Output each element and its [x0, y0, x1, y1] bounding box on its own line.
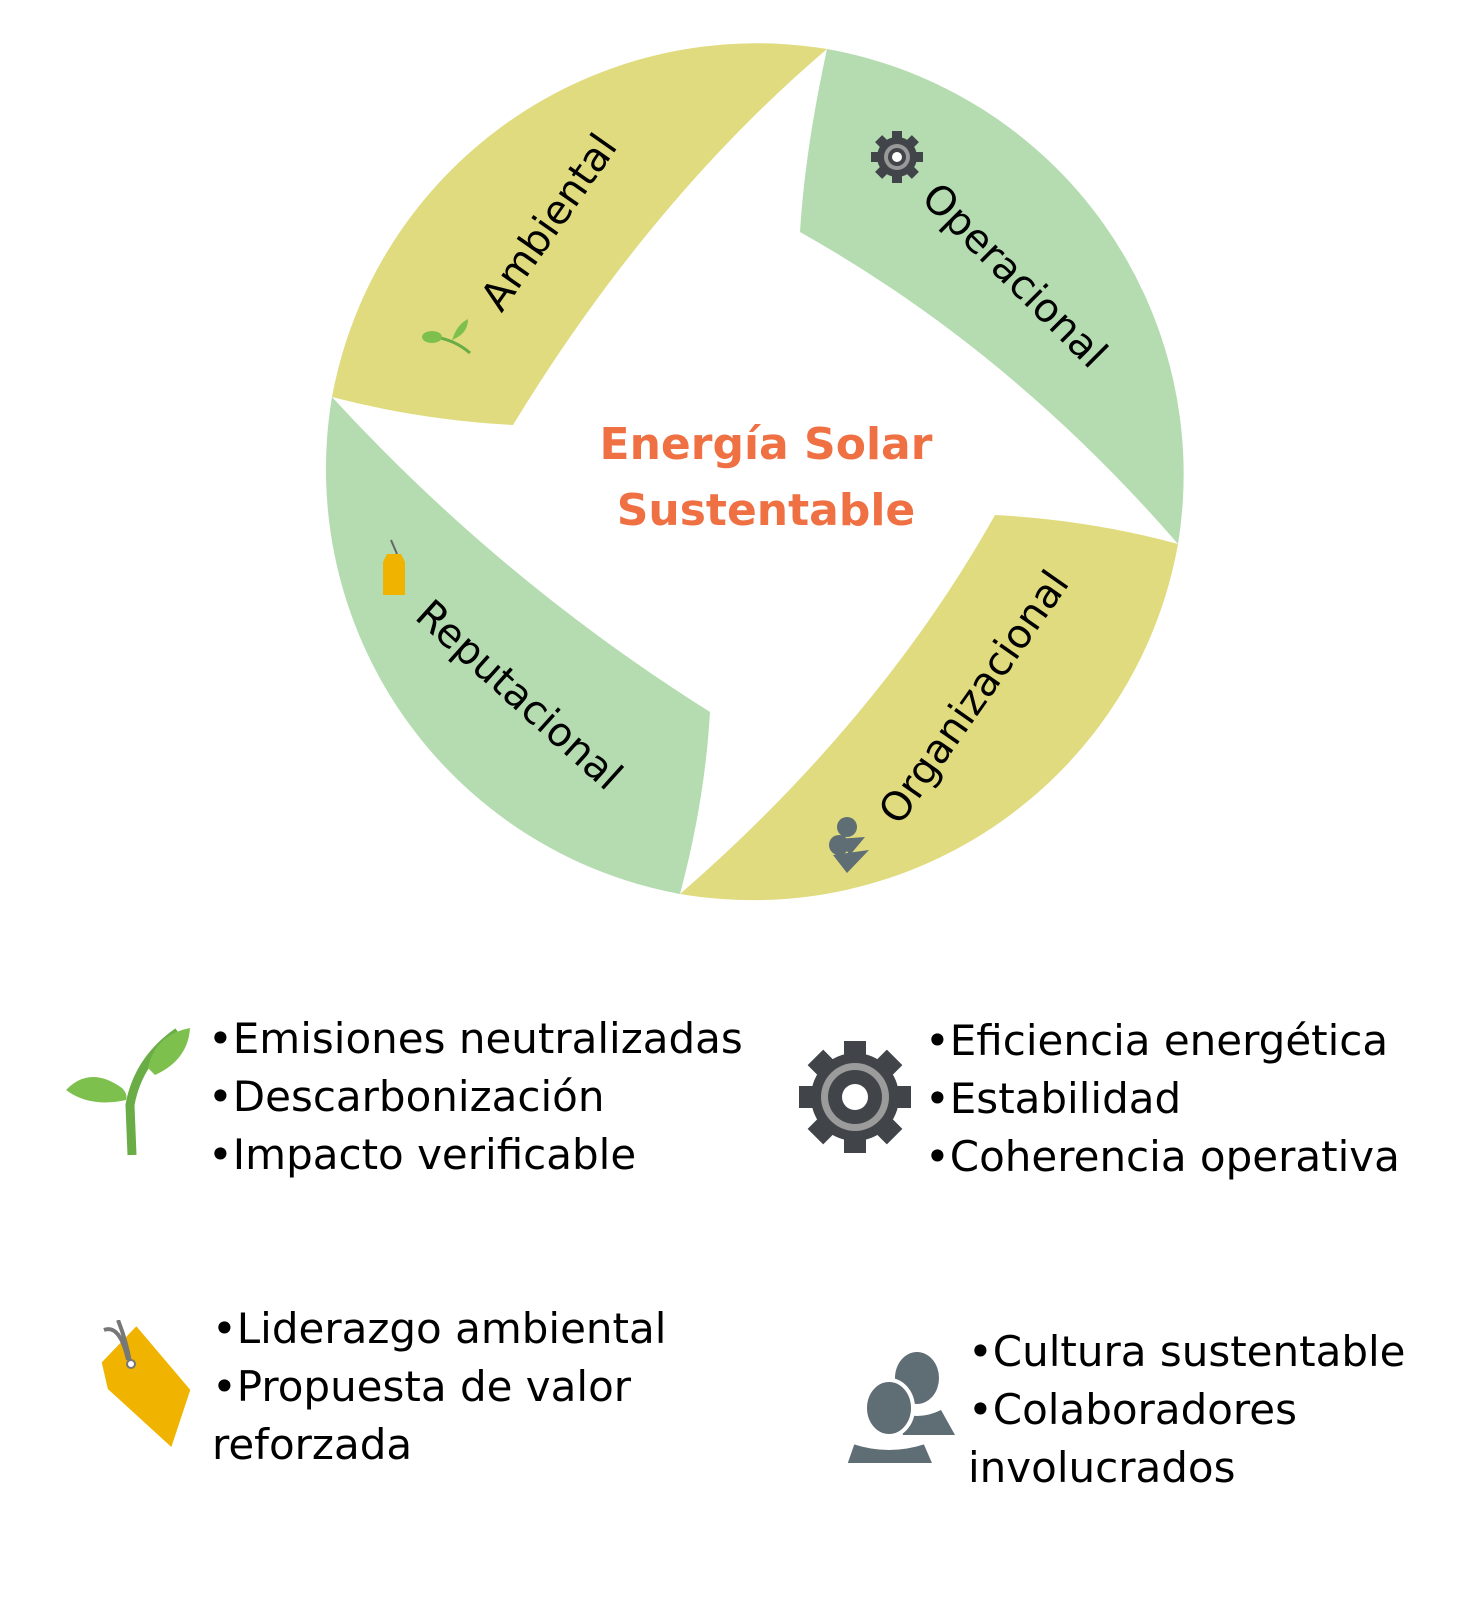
- list-item: •Eficiencia energética: [925, 1016, 1389, 1065]
- sprout-icon: [422, 319, 471, 355]
- list-item: •Colaboradores: [968, 1385, 1297, 1434]
- list-item: •Descarbonización: [208, 1072, 605, 1121]
- list-item: reforzada: [212, 1420, 413, 1469]
- people-icon: [843, 1352, 955, 1467]
- list-operacional: •Eficiencia energética •Estabilidad •Coh…: [925, 1012, 1400, 1186]
- sustainability-wheel: Ambiental Operacional Organizacional Rep…: [325, 43, 1184, 901]
- tag-icon: [101, 1320, 191, 1447]
- list-ambiental: •Emisiones neutralizadas •Descarbonizaci…: [208, 1010, 743, 1184]
- gear-icon: [799, 1041, 911, 1153]
- list-reputacional: •Liderazgo ambiental •Propuesta de valor…: [212, 1300, 666, 1474]
- list-item: •Cultura sustentable: [968, 1327, 1406, 1376]
- sprout-icon: [66, 1028, 190, 1156]
- list-item: •Impacto verificable: [208, 1130, 637, 1179]
- list-item: •Emisiones neutralizadas: [208, 1014, 743, 1063]
- list-item: involucrados: [968, 1443, 1236, 1492]
- segment-organizacional: [680, 515, 1178, 901]
- list-item: •Estabilidad: [925, 1074, 1182, 1123]
- list-item: •Liderazgo ambiental: [212, 1304, 667, 1353]
- center-title-line2: Sustentable: [617, 485, 916, 536]
- tag-icon: [383, 539, 405, 595]
- center-title-line1: Energía Solar: [600, 419, 933, 470]
- list-organizacional: •Cultura sustentable •Colaboradores invo…: [968, 1323, 1406, 1497]
- segment-reputacional: [325, 397, 710, 894]
- list-item: •Propuesta de valor: [212, 1362, 632, 1411]
- gear-icon: [871, 131, 923, 183]
- segment-ambiental: [332, 43, 827, 425]
- list-item: •Coherencia operativa: [925, 1132, 1400, 1181]
- people-icon: [829, 817, 869, 873]
